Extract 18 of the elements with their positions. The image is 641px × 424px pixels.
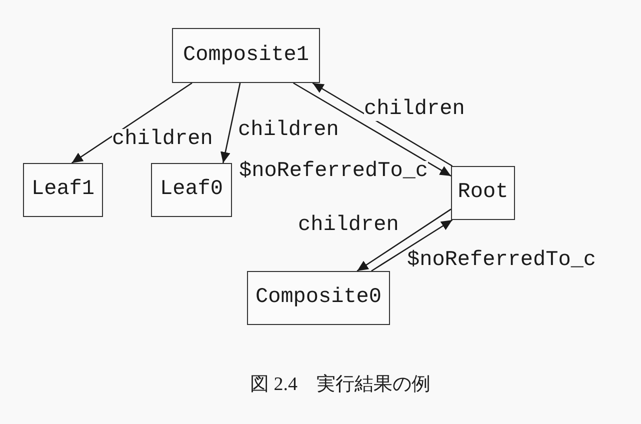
object-box [23,163,103,217]
node-label: Composite1 [182,44,310,68]
node-label: Leaf0 [160,178,223,202]
arrow [356,208,452,272]
arrow [371,219,453,272]
figure-caption: 図 2.4 実行結果の例 [250,373,430,397]
arrow [312,82,453,167]
object-box [247,271,390,325]
edge-label: children [364,99,465,121]
object-box [151,163,232,217]
arrow [71,82,192,164]
node-label: Composite0 [255,286,382,310]
node-label: Root [458,181,508,205]
object-box [451,166,515,220]
arrow [293,82,452,177]
object-box [172,28,320,83]
arrow [220,82,241,164]
node-label: Leaf1 [31,178,94,202]
